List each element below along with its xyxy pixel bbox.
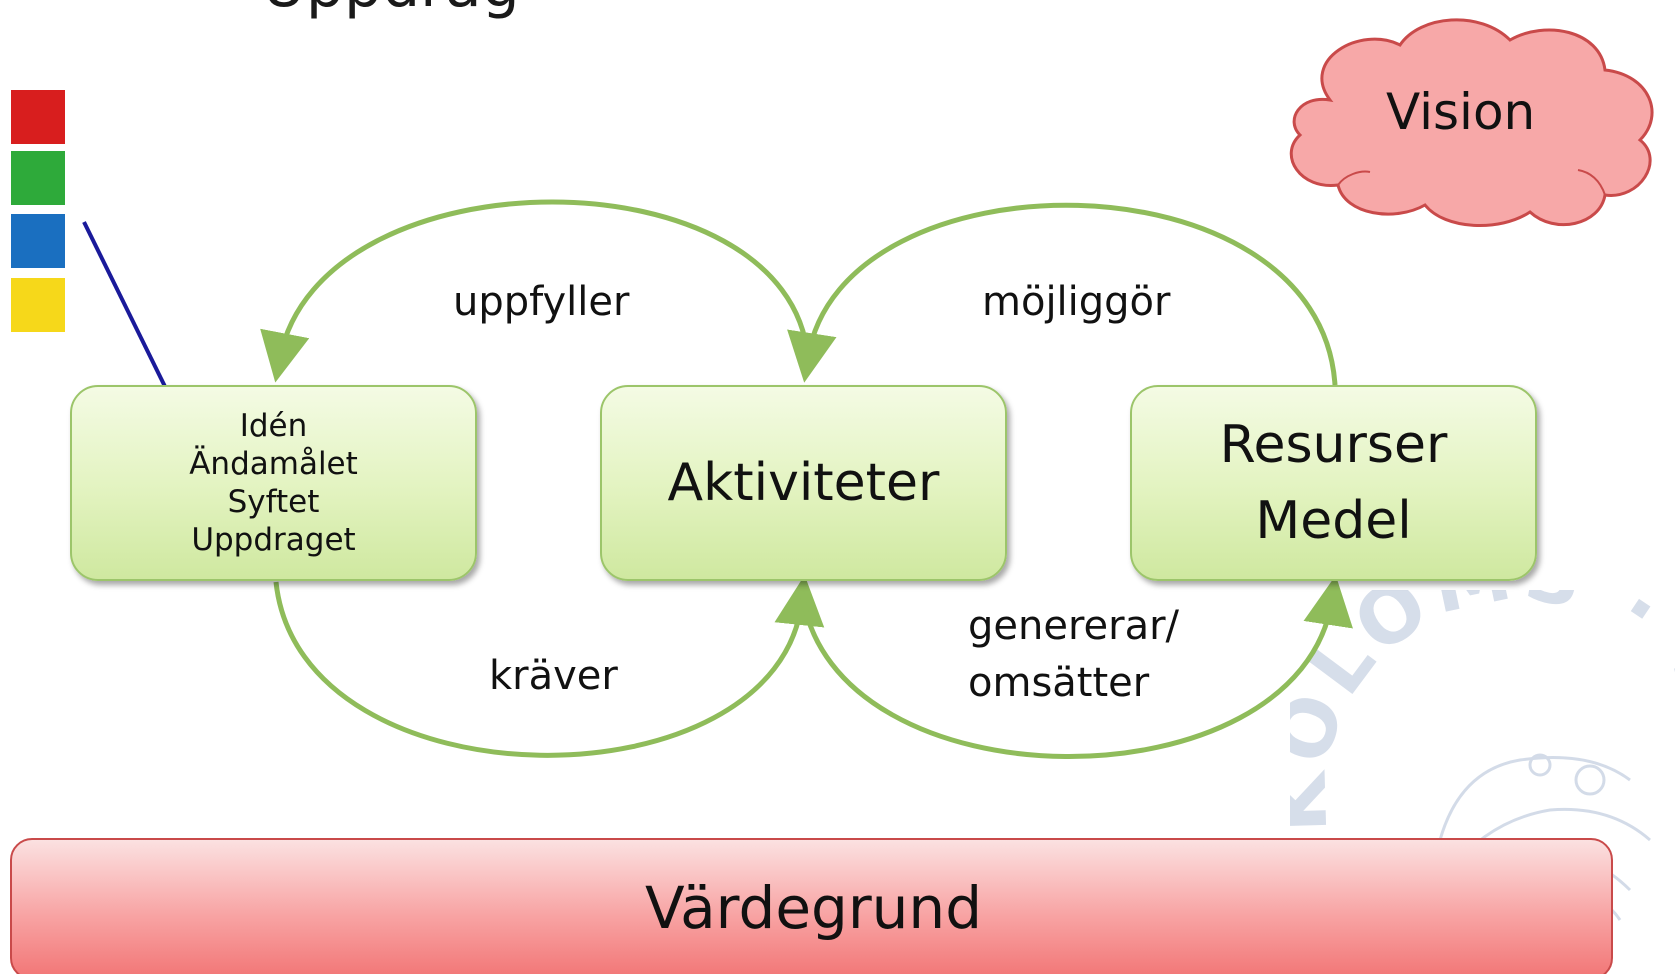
box-resurser-line: Medel xyxy=(1255,491,1412,551)
label-kraver: kräver xyxy=(489,653,618,699)
vision-label: Vision xyxy=(1386,83,1536,141)
box-iden-line: Syftet xyxy=(227,484,320,520)
box-aktiviteter-line: Aktiviteter xyxy=(667,453,940,513)
red-square xyxy=(11,90,65,144)
arrow-blue xyxy=(82,221,186,428)
arrow-kraver xyxy=(273,575,825,758)
yellow-square xyxy=(11,278,65,332)
box-resurser: Resurser Medel xyxy=(1130,385,1537,581)
box-iden-line: Idén xyxy=(239,408,308,444)
label-genererar: genererar/ xyxy=(968,603,1180,649)
box-iden-line: Uppdraget xyxy=(191,522,356,558)
green-square xyxy=(11,151,65,205)
vision-cloud xyxy=(1289,18,1654,227)
arrow-genererar xyxy=(799,575,1353,759)
arrow-uppfyller xyxy=(260,199,811,383)
blue-square xyxy=(11,214,65,268)
vardegrund-bar: Värdegrund xyxy=(10,838,1613,974)
vardegrund-label: Värdegrund xyxy=(644,874,983,942)
box-iden: Idén Ändamålet Syftet Uppdraget xyxy=(70,385,477,581)
arrow-mojliggor xyxy=(787,202,1338,386)
label-mojliggor: möjliggör xyxy=(982,279,1171,325)
label-uppfyller: uppfyller xyxy=(453,279,630,325)
label-omsatter: omsätter xyxy=(968,660,1150,706)
box-aktiviteter: Aktiviteter xyxy=(600,385,1007,581)
box-iden-line: Ändamålet xyxy=(189,446,358,482)
box-resurser-line: Resurser xyxy=(1219,415,1448,475)
slide-title: Uppdrag xyxy=(262,0,520,22)
